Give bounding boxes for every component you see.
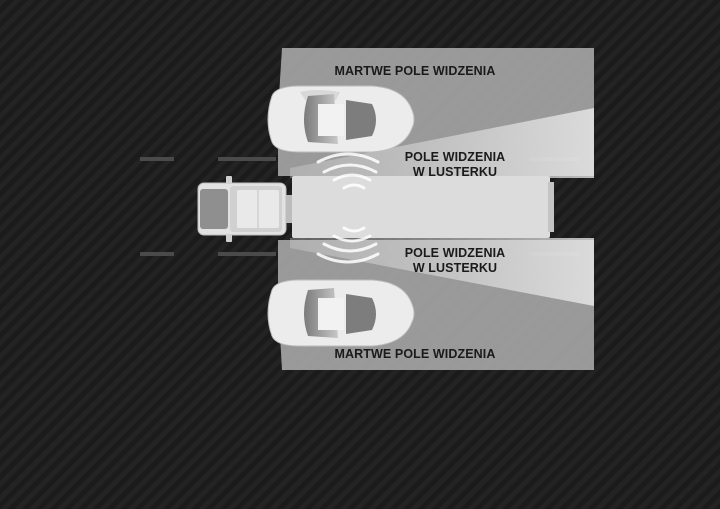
mirror-field-label-top-line1: POLE WIDZENIA bbox=[404, 150, 506, 164]
lane-mark bbox=[218, 252, 276, 256]
sensor-waves-bottom bbox=[316, 226, 380, 264]
lane-mark bbox=[140, 157, 174, 161]
truck-trailer bbox=[292, 176, 550, 238]
trailer-rear bbox=[548, 182, 554, 232]
mirror-field-label-bottom-line1: POLE WIDZENIA bbox=[404, 246, 506, 260]
truck-cab bbox=[197, 176, 292, 242]
mirror-field-label-bottom: POLE WIDZENIA W LUSTERKU bbox=[382, 246, 528, 276]
lane-mark bbox=[140, 252, 174, 256]
sensor-waves-top bbox=[316, 152, 380, 190]
blind-spot-label-bottom: MARTWE POLE WIDZENIA bbox=[334, 347, 496, 361]
lane-mark bbox=[218, 157, 276, 161]
mirror-field-label-top: POLE WIDZENIA W LUSTERKU bbox=[382, 150, 528, 180]
mirror-field-label-bottom-line2: W LUSTERKU bbox=[412, 261, 498, 275]
mirror-field-label-top-line2: W LUSTERKU bbox=[412, 165, 498, 179]
car-bottom bbox=[267, 279, 415, 347]
mirror-cone-top bbox=[290, 108, 594, 178]
blind-spot-label-top: MARTWE POLE WIDZENIA bbox=[334, 64, 496, 78]
mirror-cone-bottom bbox=[290, 238, 594, 306]
car-top bbox=[267, 85, 415, 153]
